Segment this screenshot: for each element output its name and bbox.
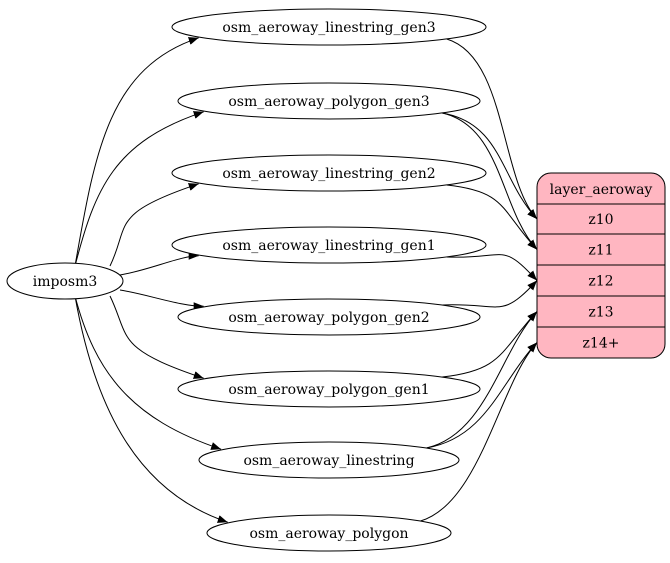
record-title: layer_aeroway <box>550 182 653 198</box>
field-z13[interactable]: z13 <box>588 305 613 321</box>
node-label: osm_aeroway_linestring_gen2 <box>222 166 435 182</box>
field-z12[interactable]: z12 <box>588 274 613 290</box>
edge-pg3-to-z10 <box>442 112 538 220</box>
edge-pg3-to-z11 <box>442 112 538 250</box>
layer-aeroway-record[interactable]: layer_aeroway z10 z11 z12 z13 z14+ <box>536 172 666 359</box>
nodes: imposm3 osm_aeroway_linestring_gen3 osm_a… <box>6 8 666 552</box>
edges <box>74 37 538 523</box>
node-label: osm_aeroway_linestring_gen1 <box>222 238 435 254</box>
edge-lg3-to-z10 <box>446 38 538 220</box>
field-z14+[interactable]: z14+ <box>583 336 620 352</box>
node-label: osm_aeroway_polygon_gen1 <box>228 382 429 398</box>
edge-imposm3-to-lg2 <box>109 183 199 267</box>
node-imposm3[interactable]: imposm3 <box>6 262 124 300</box>
node-label: osm_aeroway_linestring_gen3 <box>222 20 435 36</box>
edge-imposm3-to-lg3 <box>74 37 199 267</box>
node-label: osm_aeroway_polygon_gen3 <box>228 94 429 110</box>
edge-imposm3-to-lg1 <box>119 251 199 276</box>
edge-imposm3-to-p <box>74 295 228 523</box>
node-pg2[interactable]: osm_aeroway_polygon_gen2 <box>177 298 481 336</box>
edge-imposm3-to-pg3 <box>74 111 204 267</box>
edge-pg1-to-z13 <box>442 311 538 378</box>
edge-pg2-to-z12 <box>442 280 538 308</box>
node-label: osm_aeroway_polygon_gen2 <box>228 310 429 326</box>
edge-imposm3-to-pg2 <box>119 289 204 311</box>
edge-l-to-z14+ <box>426 342 538 449</box>
edge-imposm3-to-pg1 <box>109 295 204 379</box>
edge-l-to-z13 <box>426 311 538 449</box>
edge-imposm3-to-l <box>74 295 222 450</box>
node-label: osm_aeroway_linestring <box>243 453 414 469</box>
node-pg3[interactable]: osm_aeroway_polygon_gen3 <box>177 82 481 120</box>
node-lg2[interactable]: osm_aeroway_linestring_gen2 <box>171 154 487 192</box>
field-z11[interactable]: z11 <box>588 243 613 259</box>
node-pg1[interactable]: osm_aeroway_polygon_gen1 <box>177 370 481 408</box>
node-label: imposm3 <box>33 274 98 290</box>
edge-lg1-to-z12 <box>446 254 538 281</box>
node-lg3[interactable]: osm_aeroway_linestring_gen3 <box>171 8 487 46</box>
node-l[interactable]: osm_aeroway_linestring <box>198 441 460 479</box>
edge-lg2-to-z11 <box>446 184 538 250</box>
node-lg1[interactable]: osm_aeroway_linestring_gen1 <box>171 226 487 264</box>
node-label: osm_aeroway_polygon <box>249 526 408 542</box>
edge-p-to-z14+ <box>420 342 538 522</box>
field-z10[interactable]: z10 <box>588 212 613 228</box>
node-p[interactable]: osm_aeroway_polygon <box>206 514 452 552</box>
